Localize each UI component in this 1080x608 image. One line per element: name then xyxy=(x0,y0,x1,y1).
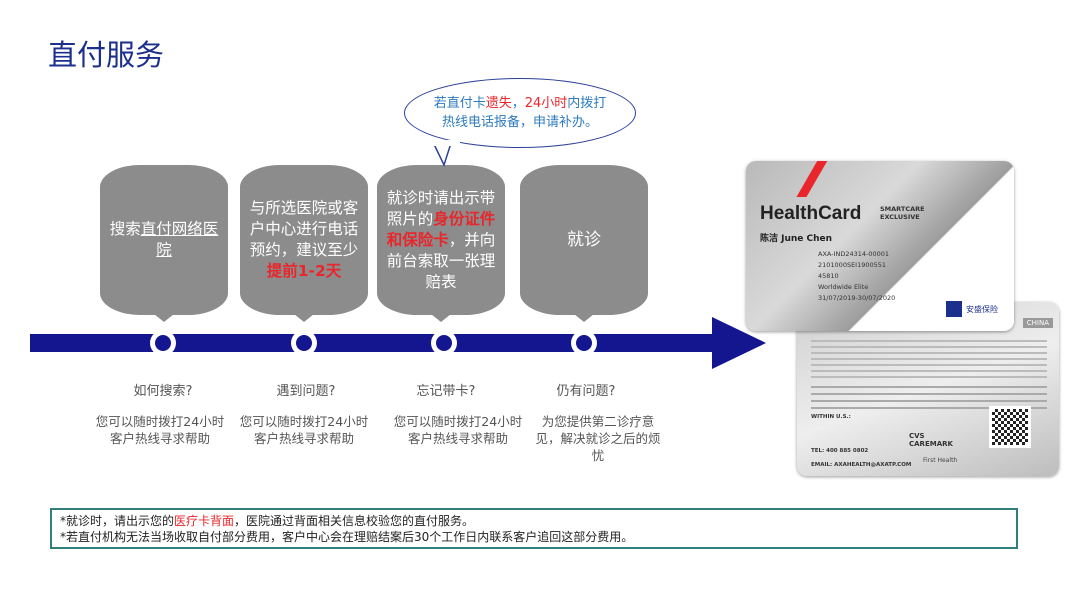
bubble-line-2: 热线电话报备，申请补办。 xyxy=(441,115,598,130)
note-1: *就诊时，请出示您的医疗卡背面，医院通过背面相关信息校验您的直付服务。 xyxy=(60,513,1008,529)
card-client: 45810 xyxy=(818,272,839,280)
step-question: 忘记带卡? xyxy=(416,384,476,399)
step-box-4: 就诊 xyxy=(520,165,648,322)
card-policy: 2101000SEI1900551 xyxy=(818,261,887,269)
card-terms-text xyxy=(811,340,1047,378)
step-question: 如何搜索? xyxy=(133,384,193,399)
card-holder-name: 陈洁 June Chen xyxy=(760,234,833,244)
card-within-us: WITHIN U.S.: xyxy=(811,414,851,420)
card-effective: 31/07/2019-30/07/2020 xyxy=(818,294,896,302)
note-text: ，医院通过背面相关信息校验您的直付服务。 xyxy=(234,514,475,528)
bubble-highlight: 24小时 xyxy=(524,96,568,111)
note-highlight: 医疗卡背面 xyxy=(174,514,235,528)
card-plan: Worldwide Elite xyxy=(818,283,869,291)
step-highlight: 提前1-2天 xyxy=(266,262,342,280)
health-card-back: CHINA WITHIN U.S.: TEL: 400 885 0802 EMA… xyxy=(797,302,1059,476)
card-email: EMAIL: AXAHEALTH@AXATP.COM xyxy=(811,462,912,468)
card-stripe xyxy=(796,161,830,197)
bubble-line-1: 若直付卡遗失，24小时内拨打 xyxy=(434,94,607,113)
card-tier: SMARTCARE EXCLUSIVE xyxy=(880,205,925,221)
step-answer: 您可以随时拨打24小时客户热线寻求帮助 xyxy=(95,414,225,446)
step-box-1: 搜索直付网络医院 xyxy=(100,165,228,322)
cvs-logo: CVS CAREMARK xyxy=(909,432,953,448)
note-2: *若直付机构无法当场收取自付部分费用，客户中心会在理赔结案后30个工作日内联系客… xyxy=(60,530,634,544)
step-question: 遇到问题? xyxy=(276,384,336,399)
step-text: ，并向前台索取一张理赔表 xyxy=(386,230,496,291)
bubble-highlight: 遗失 xyxy=(485,96,512,111)
card-insurer: 安盛保险 xyxy=(966,305,998,314)
step-text: 就诊时请出示带照片的 xyxy=(386,188,496,228)
first-health-logo: First Health xyxy=(923,457,958,464)
qr-code-icon xyxy=(989,406,1031,448)
timeline-dot xyxy=(150,330,176,356)
step-answer: 为您提供第二诊疗意见，解决就诊之后的烦忧 xyxy=(535,414,661,463)
step-text: 与所选医院或客户中心进行电话预约，建议至少 xyxy=(249,199,359,259)
speech-bubble: 若直付卡遗失，24小时内拨打 热线电话报备，申请补办。 xyxy=(404,78,636,148)
bubble-tail xyxy=(430,140,460,168)
timeline-dot xyxy=(291,330,317,356)
bubble-text: 若直付卡 xyxy=(433,96,486,111)
card-brand: HealthCard xyxy=(760,203,862,224)
card-details: AXA-IND24314-00001 2101000SEI1900551 458… xyxy=(818,249,895,304)
step-box-3: 就诊时请出示带照片的身份证件和保险卡，并向前台索取一张理赔表 xyxy=(377,165,505,322)
card-member-id: AXA-IND24314-00001 xyxy=(818,250,890,258)
timeline-dot xyxy=(571,330,597,356)
health-card-front: HealthCard SMARTCARE EXCLUSIVE 陈洁 June C… xyxy=(746,161,1014,331)
timeline-dot xyxy=(431,330,457,356)
axa-logo-icon xyxy=(946,301,962,317)
card-back-label: CHINA xyxy=(1022,318,1053,328)
step-question: 仍有问题? xyxy=(556,384,616,399)
step-highlight: 身份证件和保险卡 xyxy=(386,209,496,249)
step-text: 就诊 xyxy=(567,229,601,250)
page-title: 直付服务 xyxy=(48,38,165,72)
timeline-bar xyxy=(30,334,720,352)
notes-box: *就诊时，请出示您的医疗卡背面，医院通过背面相关信息校验您的直付服务。 *若直付… xyxy=(50,508,1018,549)
step-text: 搜索 xyxy=(109,220,141,238)
note-text: *就诊时，请出示您的 xyxy=(60,514,175,528)
step-answer: 您可以随时拨打24小时客户热线寻求帮助 xyxy=(239,414,369,446)
bubble-text: ， xyxy=(511,96,525,111)
card-tel: TEL: 400 885 0802 xyxy=(811,448,869,454)
step-box-2: 与所选医院或客户中心进行电话预约，建议至少提前1-2天 xyxy=(240,165,368,322)
step-answer: 您可以随时拨打24小时客户热线寻求帮助 xyxy=(393,414,523,446)
network-hospital-link[interactable]: 直付网络医院 xyxy=(140,220,219,259)
bubble-text: 内拨打 xyxy=(567,96,607,111)
